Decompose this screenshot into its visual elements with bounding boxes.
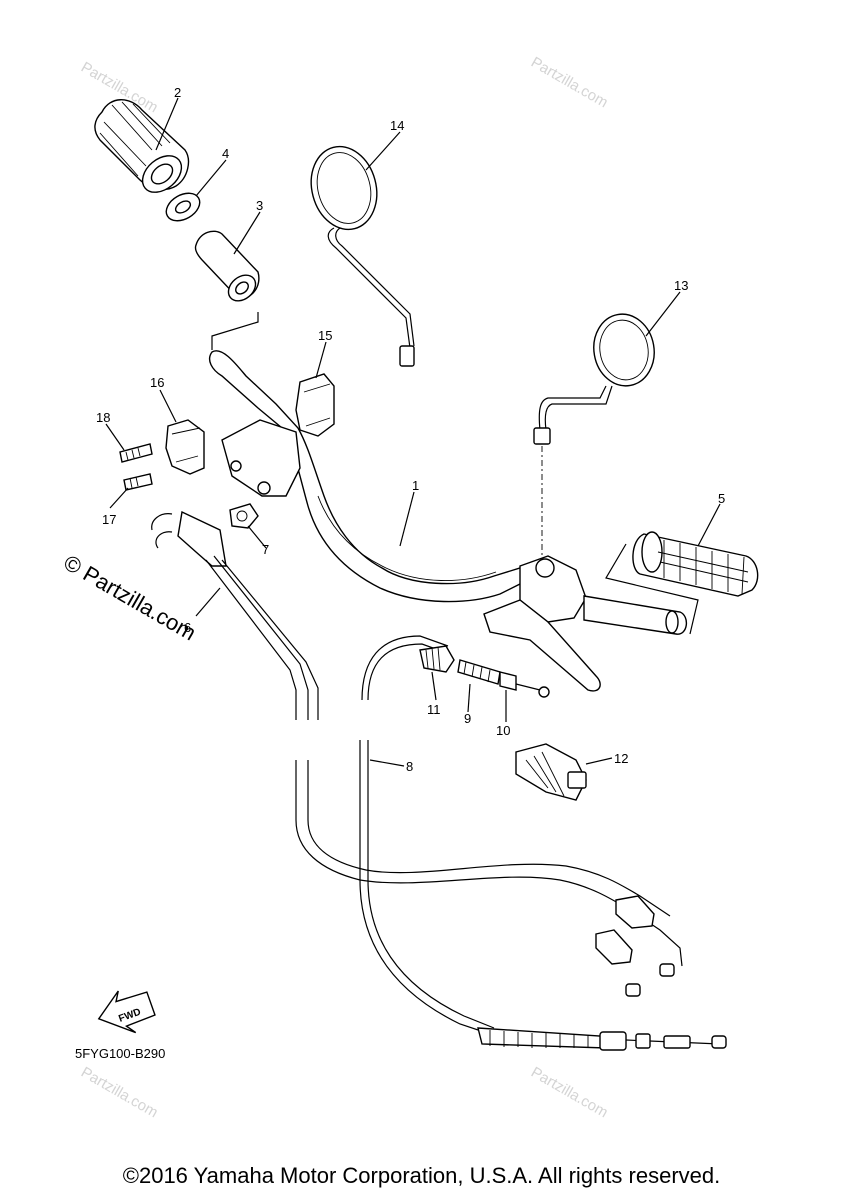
mirror-right <box>533 313 655 560</box>
mirror-left <box>310 145 415 367</box>
cover-12 <box>515 743 587 801</box>
callout-8: 8 <box>406 759 413 774</box>
adjuster-11 <box>419 645 455 673</box>
grip-tube-right <box>583 595 687 635</box>
callout-15: 15 <box>318 328 332 343</box>
clamp-15 <box>295 373 335 437</box>
callout-7: 7 <box>262 542 269 557</box>
screw-17 <box>123 473 153 491</box>
watermark-top-right: Partzilla.com <box>528 54 611 112</box>
throttle-cable <box>151 510 683 997</box>
callout-1: 1 <box>412 478 419 493</box>
callout-12: 12 <box>614 751 628 766</box>
watermark-bottom-left: Partzilla.com <box>78 1064 161 1122</box>
holder <box>221 419 301 497</box>
grip-dashed-link <box>211 312 259 350</box>
callout-17: 17 <box>102 512 116 527</box>
leader-lines <box>105 97 721 767</box>
lever-holder <box>483 555 601 692</box>
fwd-arrow: FWD <box>97 990 156 1034</box>
clamp-16 <box>165 419 205 475</box>
callout-2: 2 <box>174 85 181 100</box>
callout-6: 6 <box>184 620 191 635</box>
watermark-main: © Partzilla.com <box>60 550 201 646</box>
copyright-notice: ©2016 Yamaha Motor Corporation, U.S.A. A… <box>122 1163 721 1188</box>
grip-right-dashed-link <box>605 543 699 635</box>
screw-18 <box>119 443 153 463</box>
callout-9: 9 <box>464 711 471 726</box>
adjuster-9 <box>457 659 501 685</box>
clutch-cable <box>359 635 727 1051</box>
callout-18: 18 <box>96 410 110 425</box>
diagram-code: 5FYG100-B290 <box>75 1046 165 1061</box>
throttle-tube <box>194 230 260 302</box>
locknut-10 <box>499 671 550 698</box>
watermark-bottom-right: Partzilla.com <box>528 1064 611 1122</box>
callout-labels: 2 4 3 14 13 5 1 15 16 18 17 7 6 8 11 9 1… <box>96 85 725 774</box>
grip-right <box>632 531 759 597</box>
callout-4: 4 <box>222 146 229 161</box>
callout-3: 3 <box>256 198 263 213</box>
callout-10: 10 <box>496 723 510 738</box>
grip-left <box>94 99 190 193</box>
clamp-7 <box>229 503 259 529</box>
washer <box>165 192 201 222</box>
callout-5: 5 <box>718 491 725 506</box>
callout-16: 16 <box>150 375 164 390</box>
callout-11: 11 <box>427 702 441 717</box>
callout-14: 14 <box>390 118 404 133</box>
callout-13: 13 <box>674 278 688 293</box>
